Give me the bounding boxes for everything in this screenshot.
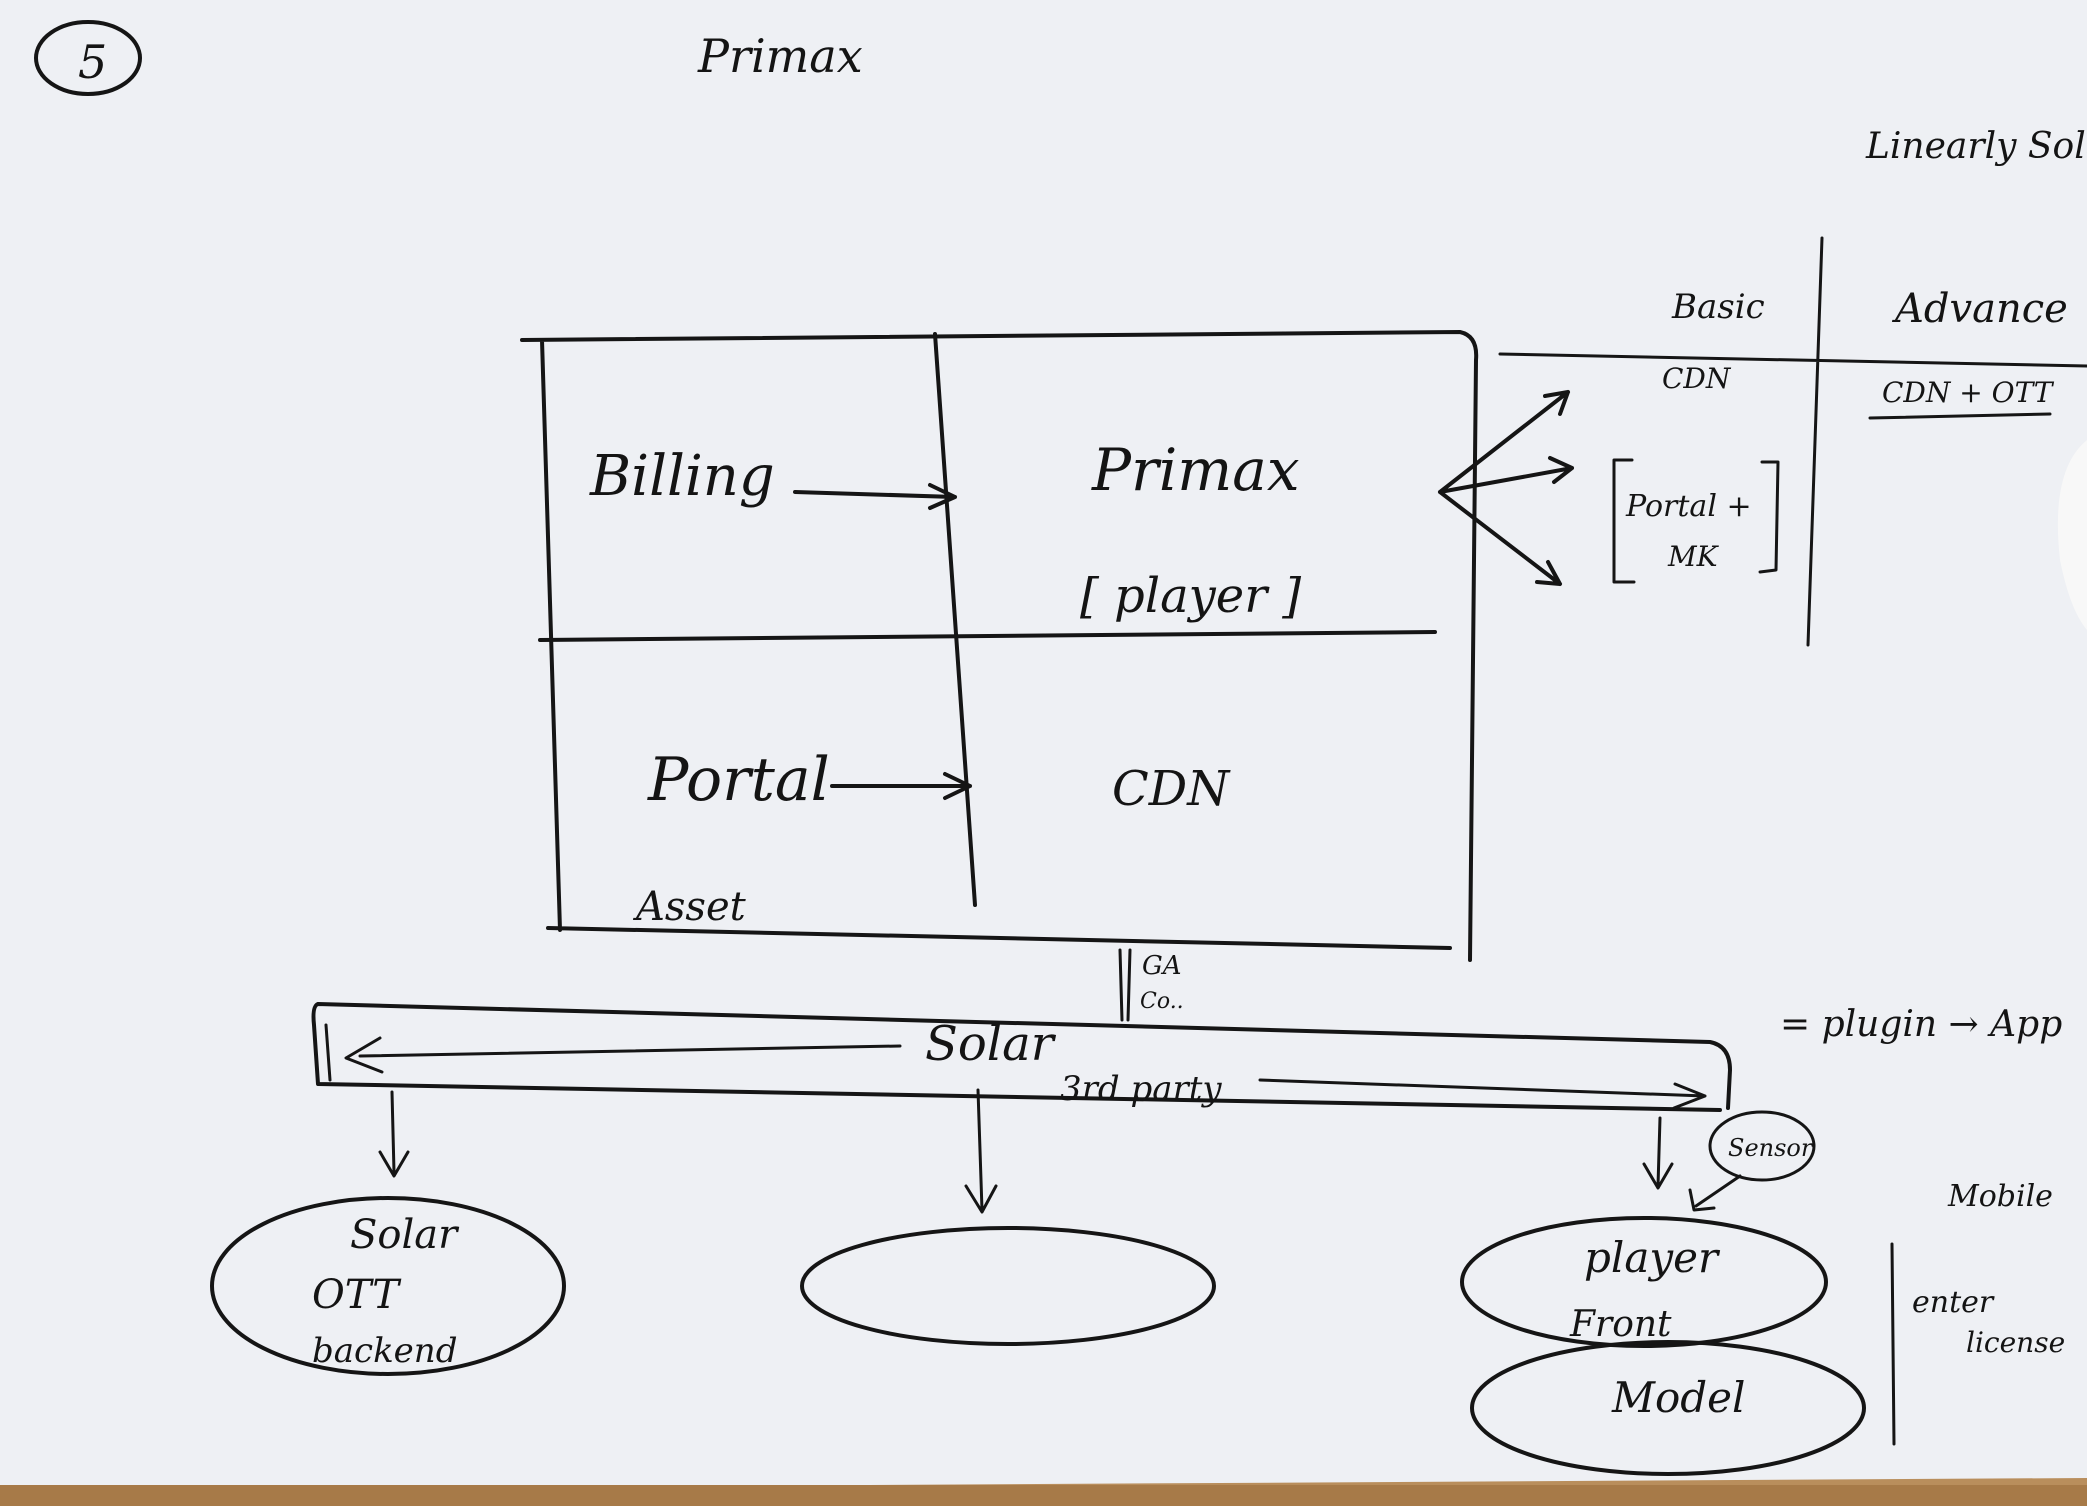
- paper-curl: [2057, 440, 2087, 630]
- portal-arrow: [830, 772, 972, 800]
- portal-bracket: [1612, 458, 1780, 584]
- tier-basic-header: Basic: [1671, 287, 1765, 327]
- ott-backend-line3: backend: [312, 1331, 457, 1371]
- billing-label: Billing: [589, 444, 775, 509]
- page-title: Primax: [697, 29, 863, 83]
- empty-ellipse: [800, 1226, 1216, 1346]
- front-label: Front: [1569, 1304, 1672, 1345]
- sensor-label: Sensor: [1728, 1134, 1814, 1162]
- solar-left-arrow: [324, 1023, 902, 1082]
- top-right-note: Linearly Solar: [1865, 126, 2087, 167]
- portal-bracket-line1: Portal +: [1625, 489, 1752, 524]
- player-ellipse: [1460, 1216, 1828, 1348]
- cdn-label: CDN: [1112, 761, 1231, 817]
- sensor-circle: [1708, 1110, 1816, 1182]
- model-label: Model: [1611, 1373, 1745, 1422]
- solar-bar-label: Solar: [925, 1016, 1057, 1072]
- player-ellipse-label: player: [1584, 1233, 1721, 1282]
- fan-arrows: [1438, 390, 1574, 586]
- solar-bar: [311, 1002, 1732, 1112]
- down-arrow-left: [378, 1090, 410, 1178]
- ga-label: GA: [1142, 951, 1182, 981]
- main-grid-outer: [520, 330, 1479, 962]
- tier-advance-value: CDN + OTT: [1882, 376, 2055, 409]
- down-arrow-middle: [964, 1088, 998, 1214]
- right-vertical-line: [1890, 1242, 1896, 1446]
- ott-backend-title: Solar: [350, 1212, 460, 1258]
- enterprise-note-2: license: [1966, 1326, 2065, 1359]
- billing-arrow: [793, 483, 957, 510]
- page-number-circle: [34, 20, 142, 96]
- plugin-note: = plugin → App: [1780, 1004, 2062, 1045]
- portal-label: Portal: [647, 745, 830, 815]
- player-label: [ player ]: [1080, 568, 1301, 624]
- sensor-arrow: [1688, 1174, 1742, 1212]
- tier-basic-value: CDN: [1662, 362, 1732, 395]
- third-party-label: 3rd party: [1060, 1069, 1222, 1109]
- wood-strip: [0, 1485, 2087, 1506]
- main-grid-vertical: [933, 332, 977, 907]
- third-party-arrow: [1258, 1078, 1707, 1110]
- asset-label: Asset: [632, 884, 747, 930]
- tier-advance-header: Advance: [1891, 286, 2068, 332]
- ott-backend-line2: OTT: [312, 1272, 402, 1318]
- main-grid-horizontal: [538, 630, 1437, 642]
- mobile-note: Mobile: [1947, 1179, 2053, 1214]
- down-arrow-right: [1642, 1116, 1674, 1190]
- ga-sub-label: Co..: [1140, 989, 1184, 1014]
- ga-connector: [1118, 948, 1132, 1022]
- tier-table-lines: [1498, 236, 2087, 647]
- primax-label: Primax: [1091, 436, 1300, 504]
- model-ellipse: [1470, 1340, 1866, 1476]
- enterprise-note-1: enter: [1912, 1285, 1995, 1320]
- ott-backend-ellipse: [210, 1196, 566, 1376]
- page-number: 5: [78, 35, 107, 89]
- portal-bracket-line2: MK: [1667, 540, 1720, 573]
